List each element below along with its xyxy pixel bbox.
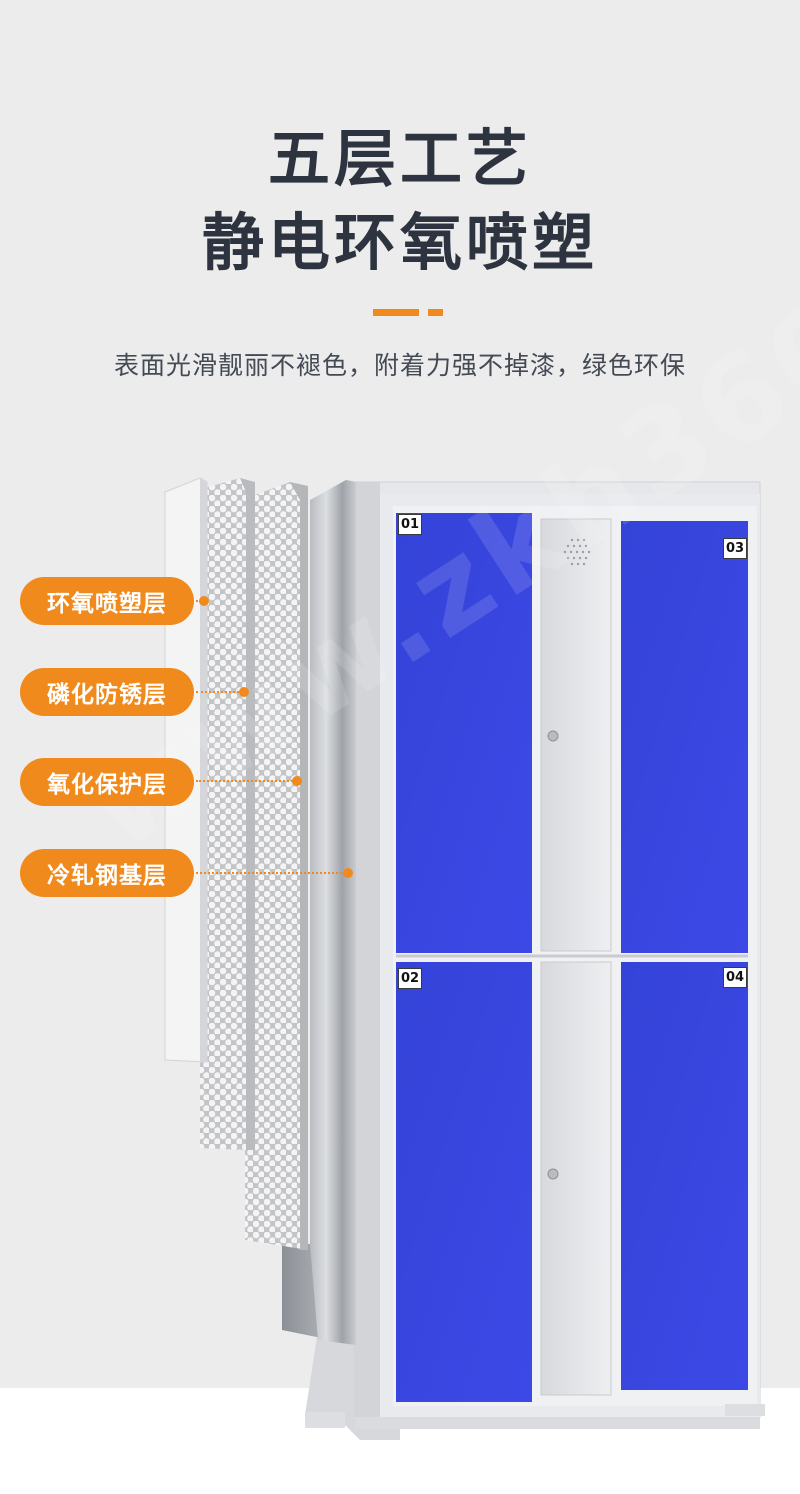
accent-bar-short xyxy=(428,309,443,316)
leader-line-oxidation xyxy=(196,780,296,782)
locker-door-02 xyxy=(396,962,532,1402)
locker-door-04 xyxy=(621,962,748,1390)
door-number-03: 03 xyxy=(723,538,747,559)
phosphating-layer xyxy=(200,478,255,1240)
keyhole-top xyxy=(547,730,559,742)
coating-layers xyxy=(164,477,356,1345)
locker-cabinet xyxy=(305,481,765,1440)
feature-description: 表面光滑靓丽不褪色，附着力强不掉漆，绿色环保 xyxy=(113,351,686,380)
door-number-02: 02 xyxy=(398,968,422,989)
door-number-01: 01 xyxy=(398,514,422,535)
layer-label-phosphating: 磷化防锈层 xyxy=(20,668,194,716)
page-subtitle-title: 静电环氧喷塑 xyxy=(201,206,598,279)
page-title: 五层工艺 xyxy=(267,122,532,195)
layer-label-oxidation: 氧化保护层 xyxy=(20,758,194,806)
leader-line-steel xyxy=(196,872,346,874)
door-number-04: 04 xyxy=(723,967,747,988)
layer-label-steel: 冷轧钢基层 xyxy=(20,849,194,897)
accent-bar-long xyxy=(373,309,419,316)
oxidation-layer xyxy=(245,482,308,1250)
leader-dot-oxidation xyxy=(292,776,302,786)
speaker-grille xyxy=(563,538,591,566)
leader-dot-phosphating xyxy=(239,687,249,697)
layer-label-epoxy: 环氧喷塑层 xyxy=(20,577,194,625)
leader-dot-epoxy xyxy=(199,596,209,606)
steel-base-sheet xyxy=(310,480,356,1345)
keyhole-bottom xyxy=(547,1168,559,1180)
locker-door-03 xyxy=(621,521,748,953)
leader-line-phosphating xyxy=(196,691,243,693)
leader-dot-steel xyxy=(343,868,353,878)
locker-door-01 xyxy=(396,513,532,953)
